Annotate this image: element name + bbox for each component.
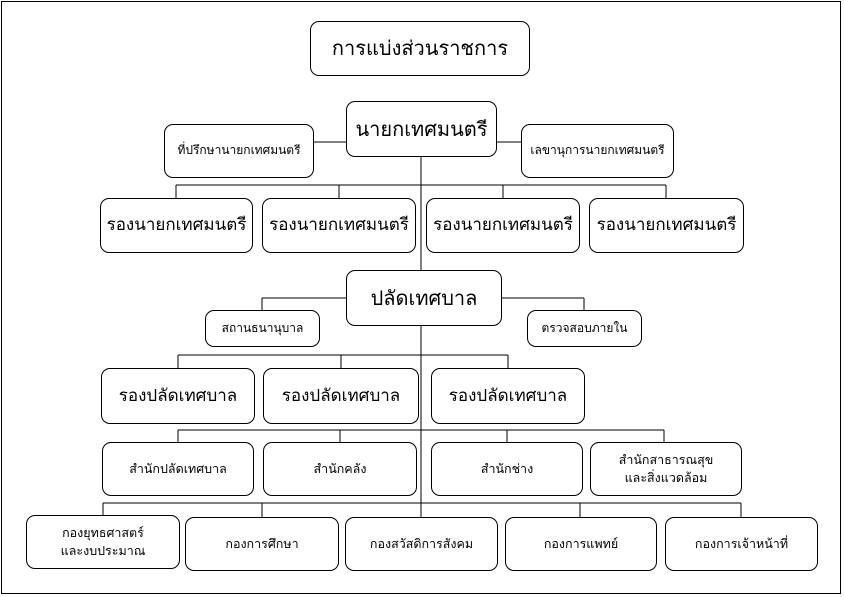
clerk-right-box: ตรวจสอบภายใน — [527, 310, 642, 347]
office-box-4: สำนักสาธารณสุข และสิ่งแวดล้อม — [590, 442, 742, 496]
deputy-clerk-box-3: รองปลัดเทศบาล — [431, 368, 585, 424]
clerk-box: ปลัดเทศบาล — [346, 270, 502, 326]
office-box-2: สำนักคลัง — [263, 442, 417, 496]
mayor-secretary-box: เลขานุการนายกเทศมนตรี — [521, 124, 674, 178]
deputy-mayor-box-2: รองนายกเทศมนตรี — [262, 198, 416, 253]
division-box-1: กองยุทธศาสตร์ และงบประมาณ — [26, 515, 180, 569]
division-box-5: กองการเจ้าหน้าที่ — [665, 517, 818, 571]
deputy-mayor-box-3: รองนายกเทศมนตรี — [426, 198, 580, 253]
office-box-1: สำนักปลัดเทศบาล — [102, 442, 254, 496]
deputy-clerk-box-1: รองปลัดเทศบาล — [101, 368, 255, 424]
mayor-box: นายกเทศมนตรี — [346, 101, 497, 157]
mayor-advisor-box: ที่ปรึกษานายกเทศมนตรี — [164, 124, 314, 178]
division-box-4: กองการแพทย์ — [505, 517, 657, 571]
division-box-3: กองสวัสดิการสังคม — [345, 517, 498, 571]
office-box-3: สำนักช่าง — [431, 442, 583, 496]
title-box: การแบ่งส่วนราชการ — [310, 21, 530, 76]
deputy-mayor-box-1: รองนายกเทศมนตรี — [100, 198, 253, 253]
division-box-2: กองการศึกษา — [185, 517, 339, 571]
deputy-mayor-box-4: รองนายกเทศมนตรี — [589, 198, 744, 253]
clerk-left-box: สถานธนานุบาล — [205, 310, 320, 347]
deputy-clerk-box-2: รองปลัดเทศบาล — [263, 368, 419, 424]
